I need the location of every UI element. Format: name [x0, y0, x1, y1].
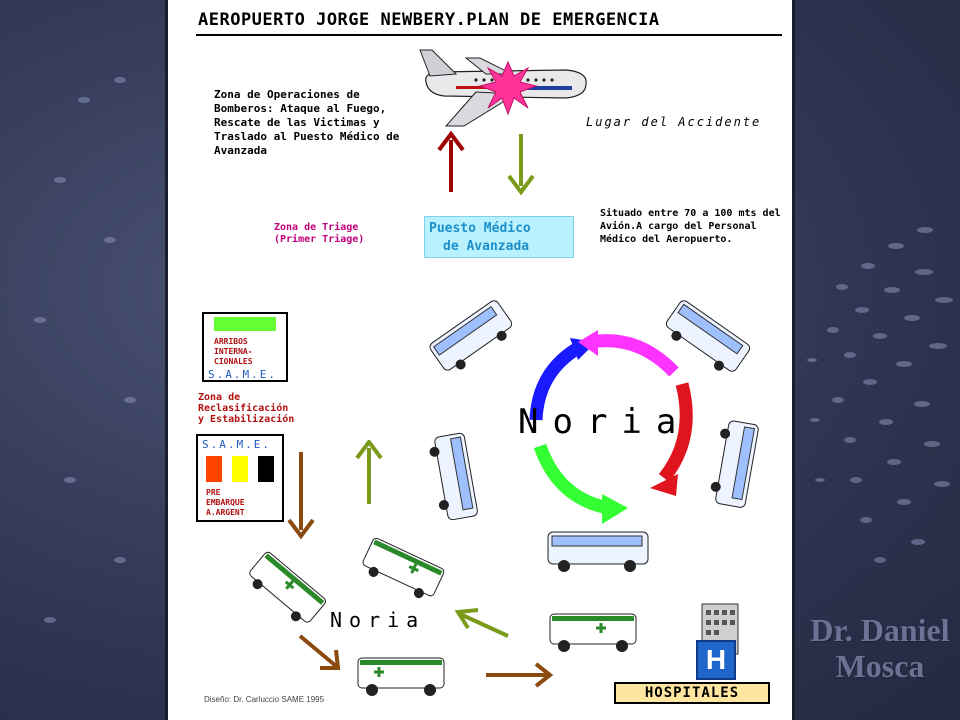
accident-location-label: Lugar del Accidente	[586, 115, 762, 129]
same-preboarding-box: S.A.M.E. PRE EMBARQUE A.ARGENT	[196, 434, 284, 522]
down-arrow-icon	[507, 134, 535, 196]
page-title: AEROPUERTO JORGE NEWBERY.PLAN DE EMERGEN…	[198, 10, 660, 30]
bus-icon	[429, 300, 513, 371]
green-swatch	[214, 317, 276, 331]
same-arrivals-box: ARRIBOS INTERNA- CIONALES S.A.M.E.	[202, 312, 288, 382]
ambulance-icon	[549, 613, 637, 652]
noria-lower-label: Noria	[330, 608, 426, 632]
hospitals-label: HOSPITALES	[614, 682, 770, 704]
ambulance-icon	[357, 657, 445, 696]
location-description-text: Situado entre 70 a 100 mts del Avión.A c…	[600, 208, 781, 245]
design-credit: Diseño: Dr. Carluccio SAME 1995	[204, 695, 325, 704]
ambulance-icon	[249, 551, 327, 623]
bus-icon	[547, 531, 649, 572]
reclassification-zone-label: Zona de Reclasificación y Estabilización	[198, 392, 295, 425]
right-arrow-icon	[486, 662, 554, 688]
black-swatch	[258, 456, 274, 482]
hospital-sign-icon: H	[696, 640, 736, 680]
title-underline	[196, 34, 782, 36]
same-label: S.A.M.E.	[208, 368, 277, 381]
up-arrow-icon	[437, 130, 465, 192]
noria-upper-label: Noria	[518, 402, 691, 442]
noria-cycle-diagram	[529, 330, 693, 524]
diagonal-arrow-icon	[454, 608, 509, 638]
triage-zone-label: Zona de Triage (Primer Triage)	[274, 222, 365, 245]
ambulance-icon	[362, 537, 445, 599]
bus-icon	[710, 420, 759, 508]
airplane-icon	[419, 49, 587, 127]
advanced-medical-post-box: Puesto Médico de Avanzada	[424, 216, 574, 258]
bus-icon	[429, 432, 478, 521]
same-header: S.A.M.E.	[202, 438, 271, 451]
operations-zone-text: Zona de Operaciones de Bomberos: Ataque …	[214, 88, 400, 157]
up-arrow-icon	[355, 440, 383, 504]
bus-icon	[665, 300, 751, 372]
arrivals-text: ARRIBOS INTERNA- CIONALES	[214, 337, 253, 366]
emergency-plan-slide: AEROPUERTO JORGE NEWBERY.PLAN DE EMERGEN…	[168, 0, 792, 720]
yellow-swatch	[232, 456, 248, 482]
down-arrow-icon	[287, 452, 315, 540]
red-swatch	[206, 456, 222, 482]
diagonal-arrow-icon	[298, 634, 341, 670]
author-watermark: Dr. Daniel Mosca	[810, 612, 950, 684]
preboarding-text: PRE EMBARQUE A.ARGENT	[206, 488, 245, 517]
